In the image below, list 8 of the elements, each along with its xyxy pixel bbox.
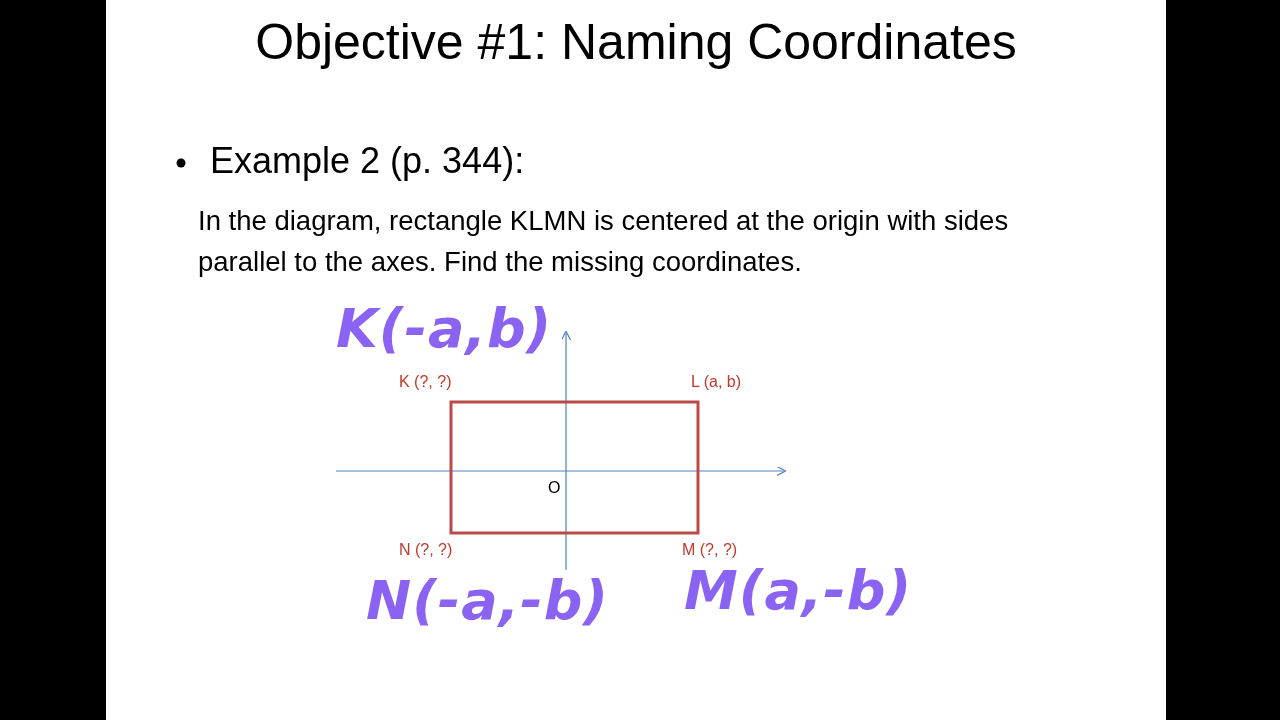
vertex-label: L (a, b) xyxy=(691,373,742,392)
origin-label: O xyxy=(548,479,561,498)
slide-title: Objective #1: Naming Coordinates xyxy=(254,14,1018,72)
example-heading: Example 2 (p. 344): xyxy=(210,140,525,182)
vertex-label: N (?, ?) xyxy=(399,541,453,560)
vertex-label: K (?, ?) xyxy=(399,373,452,392)
vertex-label: M (?, ?) xyxy=(682,541,738,560)
problem-text: In the diagram, rectangle KLMN is centered at the origin with sides parallel to the axes. Find the missing coordinates. xyxy=(198,204,1010,280)
